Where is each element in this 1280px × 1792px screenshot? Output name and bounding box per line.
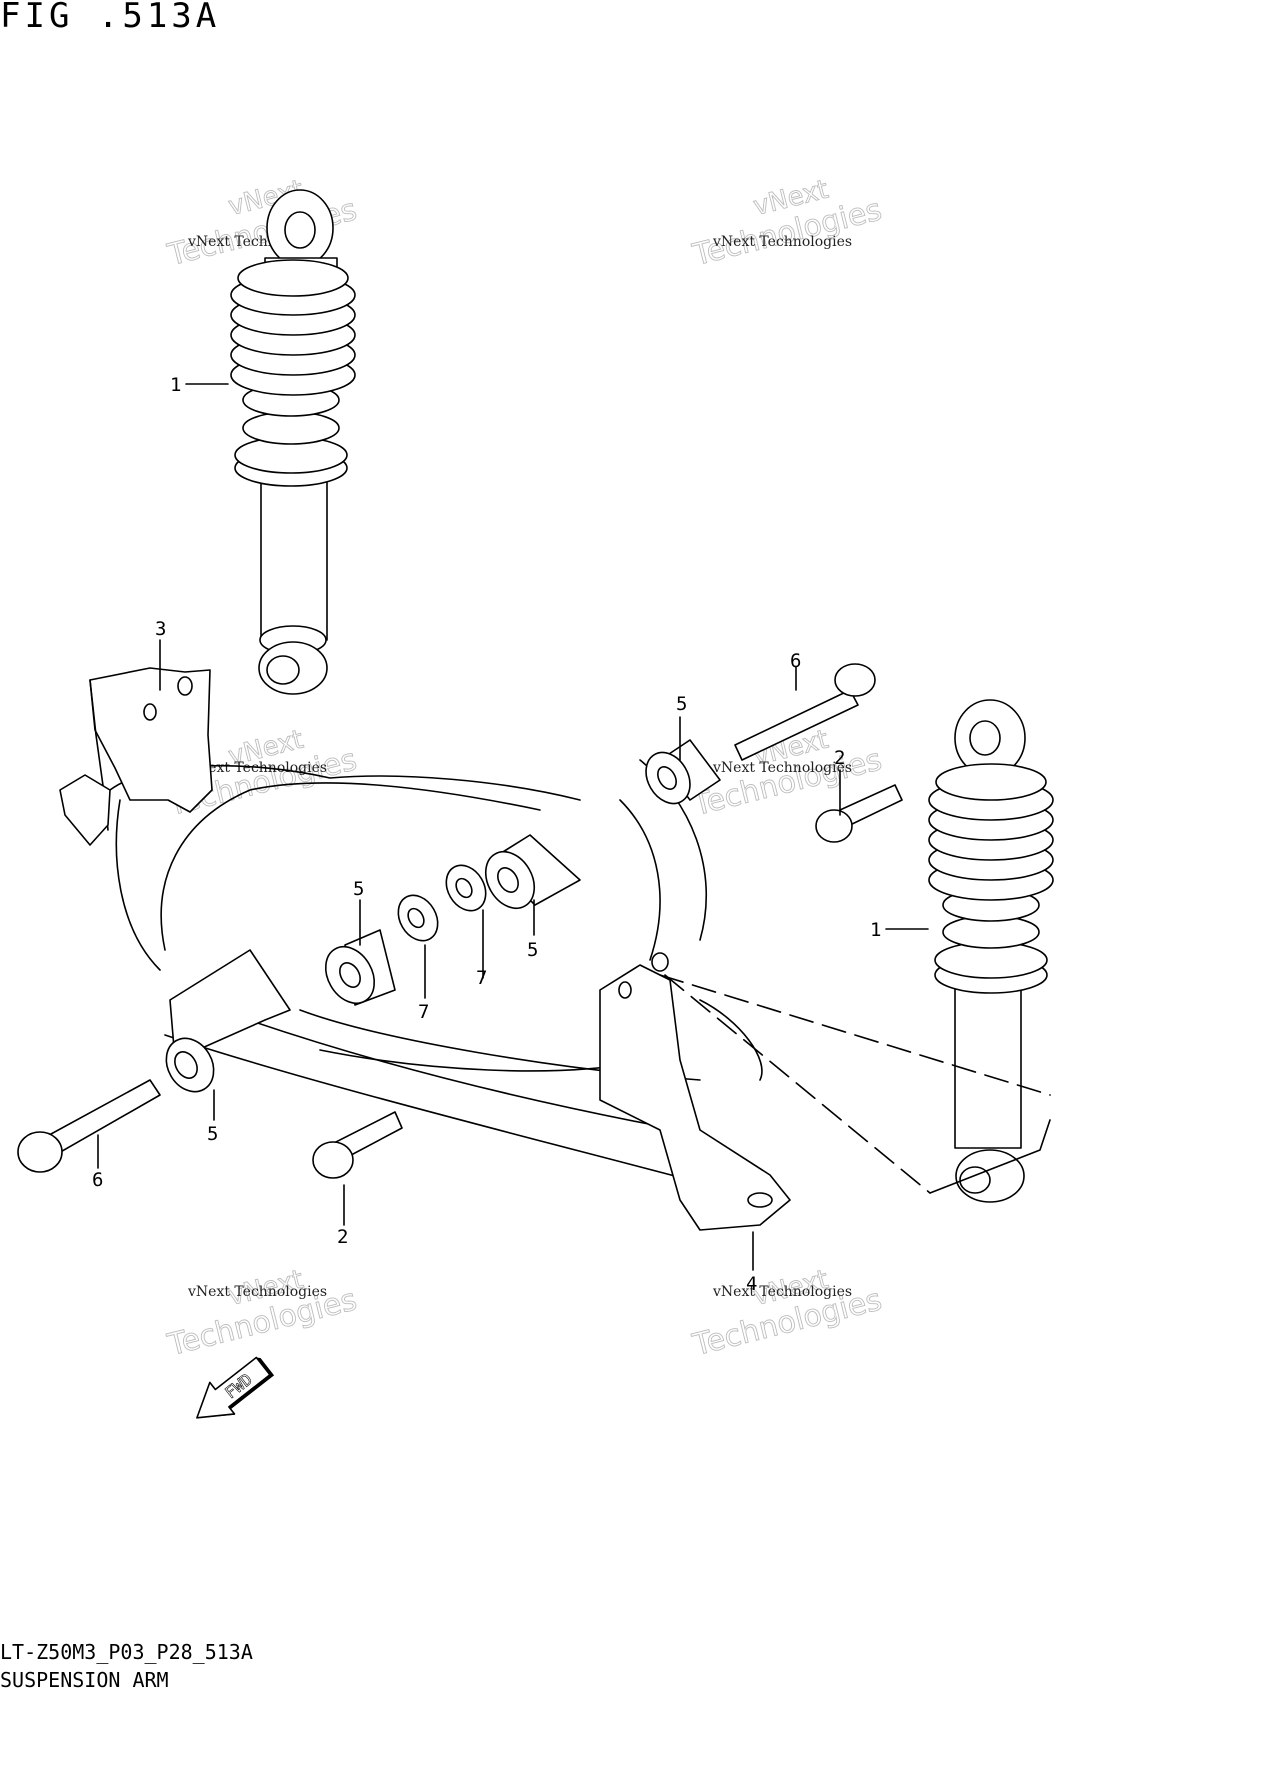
shock-absorber-upper xyxy=(230,189,356,695)
watermark-small: vNext Technologies xyxy=(712,760,852,776)
diagram-name: SUSPENSION ARM xyxy=(0,1668,169,1692)
bolt-group xyxy=(17,663,903,1179)
figure-title: FIG .513A xyxy=(0,0,221,36)
callout-bolt-right: 2 xyxy=(834,747,845,769)
leader-lines xyxy=(97,383,929,1271)
watermark-small: vNext Technologies xyxy=(187,1284,327,1300)
watermark-small: vNext Technologies xyxy=(187,760,327,776)
suspension-arm xyxy=(109,759,763,1181)
watermark-small: vNext Technologies xyxy=(712,234,852,250)
callout-collar-left: 7 xyxy=(418,1001,429,1023)
callout-labels: 1 1 3 5 6 2 5 5 5 7 7 6 2 4 xyxy=(92,374,881,1295)
callout-bolt-long-left: 6 xyxy=(92,1169,103,1191)
shock-absorber-right xyxy=(928,699,1054,1203)
callout-shock-upper: 1 xyxy=(170,374,181,396)
callout-shock-right: 1 xyxy=(870,919,881,941)
callout-bush-right-outer: 5 xyxy=(676,693,687,715)
bracket-left xyxy=(59,667,213,846)
callout-bush-right-inner: 5 xyxy=(527,939,538,961)
callout-bush-left-inner: 5 xyxy=(353,878,364,900)
watermark-small: vNext Technologies xyxy=(712,1284,852,1300)
bushing-group xyxy=(165,739,721,1093)
callout-bracket-left: 3 xyxy=(155,618,166,640)
callout-collar-right: 7 xyxy=(476,967,487,989)
callout-bolt-left: 2 xyxy=(337,1226,348,1248)
callout-bush-left-outer: 5 xyxy=(207,1123,218,1145)
collar-group xyxy=(397,864,487,942)
callout-bracket-right: 4 xyxy=(746,1273,757,1295)
reference-lines xyxy=(659,974,1051,1194)
fwd-arrow: FWD xyxy=(196,1356,275,1419)
diagram-code: LT-Z50M3_P03_P28_513A xyxy=(0,1640,253,1664)
callout-bolt-long-right: 6 xyxy=(790,650,801,672)
bracket-right xyxy=(599,952,791,1231)
